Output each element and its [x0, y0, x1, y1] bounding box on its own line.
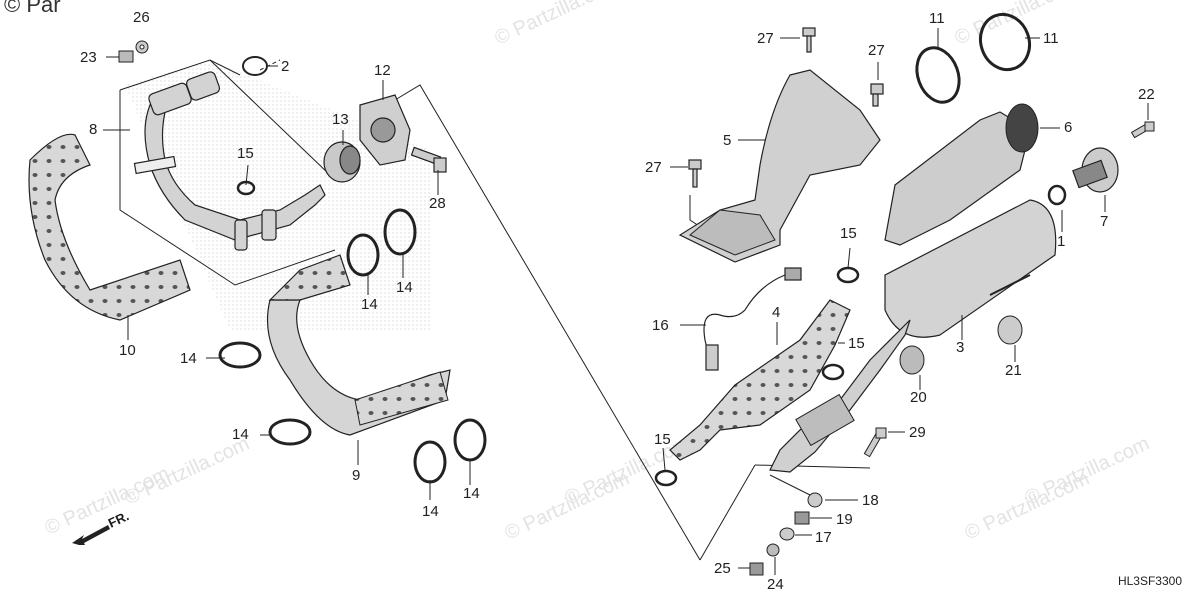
catalytic-converter-4 — [669, 299, 851, 461]
copyright-watermark: © Par — [4, 0, 61, 17]
washer-24 — [766, 543, 780, 557]
grommet-21 — [997, 315, 1023, 345]
nut-19 — [794, 511, 810, 525]
muffler-3 — [769, 199, 1057, 473]
washer-26 — [135, 40, 149, 54]
callout-4[interactable]: 4 — [772, 304, 781, 321]
washer-17 — [779, 527, 795, 541]
callout-15[interactable]: 15 — [654, 431, 671, 448]
callout-15[interactable]: 15 — [840, 225, 857, 242]
bolt-27 — [688, 27, 884, 188]
nut-25 — [749, 562, 764, 576]
grommet-20 — [899, 345, 925, 375]
callout-29[interactable]: 29 — [909, 424, 926, 441]
callout-14[interactable]: 14 — [463, 485, 480, 502]
washer-18 — [807, 492, 823, 508]
rubber-mount-13 — [323, 141, 361, 183]
callout-1[interactable]: 1 — [1057, 233, 1066, 250]
callout-16[interactable]: 16 — [652, 317, 669, 334]
bolt-29 — [863, 427, 887, 458]
callout-22[interactable]: 22 — [1138, 86, 1155, 103]
spark-arrester-7 — [1072, 147, 1119, 193]
callout-9[interactable]: 9 — [352, 467, 361, 484]
callout-2[interactable]: 2 — [281, 58, 290, 75]
callout-13[interactable]: 13 — [332, 111, 349, 128]
exhaust-pipe-9 — [266, 254, 451, 436]
callout-24[interactable]: 24 — [767, 576, 784, 593]
callout-15[interactable]: 15 — [237, 145, 254, 162]
callout-19[interactable]: 19 — [836, 511, 853, 528]
callout-27[interactable]: 27 — [645, 159, 662, 176]
callout-11[interactable]: 11 — [1043, 30, 1059, 47]
muffler-cover-6 — [884, 103, 1039, 246]
callout-14[interactable]: 14 — [232, 426, 249, 443]
heat-shield-10 — [28, 133, 191, 321]
callout-8[interactable]: 8 — [89, 121, 98, 138]
heat-shield-5 — [678, 69, 881, 263]
callout-5[interactable]: 5 — [723, 132, 732, 149]
callout-14[interactable]: 14 — [396, 279, 413, 296]
callout-18[interactable]: 18 — [862, 492, 879, 509]
callout-27[interactable]: 27 — [868, 42, 885, 59]
bracket-12 — [359, 94, 411, 166]
exhaust-pipe-8 — [133, 71, 326, 251]
band-11 — [915, 12, 1032, 104]
callout-12[interactable]: 12 — [374, 62, 391, 79]
o2-sensor-16 — [703, 267, 802, 371]
gasket-2 — [242, 56, 268, 76]
callout-26[interactable]: 26 — [133, 9, 150, 26]
nut-23 — [118, 50, 134, 63]
callout-17[interactable]: 17 — [815, 529, 832, 546]
bolt-22 — [1130, 121, 1155, 139]
callout-3[interactable]: 3 — [956, 339, 965, 356]
bolt-28 — [410, 146, 447, 173]
callout-14[interactable]: 14 — [361, 296, 378, 313]
callout-7[interactable]: 7 — [1100, 213, 1109, 230]
callout-25[interactable]: 25 — [714, 560, 731, 577]
callout-27[interactable]: 27 — [757, 30, 774, 47]
callout-14[interactable]: 14 — [422, 503, 439, 520]
gasket-1 — [1047, 184, 1067, 206]
callout-10[interactable]: 10 — [119, 342, 136, 359]
callout-14[interactable]: 14 — [180, 350, 197, 367]
callout-28[interactable]: 28 — [429, 195, 446, 212]
callout-23[interactable]: 23 — [80, 49, 97, 66]
callout-20[interactable]: 20 — [910, 389, 927, 406]
front-direction-arrow — [72, 525, 110, 545]
callout-21[interactable]: 21 — [1005, 362, 1022, 379]
callout-15[interactable]: 15 — [848, 335, 865, 352]
callout-6[interactable]: 6 — [1064, 119, 1073, 136]
callout-11[interactable]: 11 — [929, 10, 945, 27]
diagram-code: HL3SF3300 — [1117, 574, 1182, 588]
